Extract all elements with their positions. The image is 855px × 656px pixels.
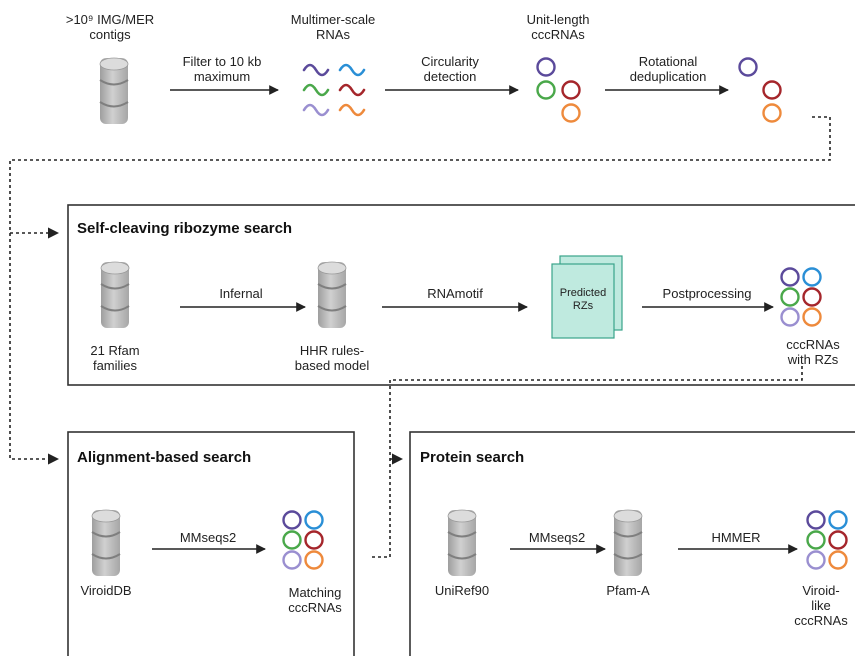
cccrnas-with-rzs-icon [780,267,822,327]
squiggle-green [302,83,330,97]
step-infernal-label: Infernal [219,286,263,301]
predicted-rzs-label: Predicted RZs [559,287,607,312]
uniref90-label: UniRef90 [434,583,490,598]
source-contigs-label: >10⁹ IMG/MER contigs [65,12,155,42]
database-icon-hhr [317,261,347,328]
squiggle-lavender [302,103,330,117]
step-rnamotif-label: RNAmotif [427,286,483,301]
database-icon-pfam [613,509,643,576]
solid-arrows [152,85,798,554]
hhr-model-label: HHR rules- based model [294,343,370,373]
step-mmseqs2-viroid-label: MMseqs2 [179,530,237,545]
step-dedup-label: Rotational deduplication [629,54,707,84]
predicted-rzs-doc-icon [551,255,623,339]
step-postprocessing-label: Postprocessing [662,286,752,301]
viroid-like-cccrnas-icon [806,510,848,570]
squiggle-blue [338,63,366,77]
protein-search-title: Protein search [420,449,525,466]
database-icon-uniref90 [447,509,477,576]
multimer-rna-icon [302,63,366,117]
alignment-search-title: Alignment-based search [77,449,252,466]
database-icon-contigs [99,57,129,124]
unit-length-cccrna-icon [536,57,581,123]
matching-cccrnas-icon [282,510,324,570]
step-filter-label: Filter to 10 kb maximum [182,54,262,84]
squiggle-orange [338,103,366,117]
unit-length-label: Unit-length cccRNAs [526,12,590,42]
viroiddb-label: ViroidDB [80,583,132,598]
rfam-families-label: 21 Rfam families [90,343,140,373]
deduplicated-cccrna-icon [738,57,782,123]
pfam-a-label: Pfam-A [606,583,650,598]
database-icon-viroiddb [91,509,121,576]
step-hmmer-label: HMMER [711,530,761,545]
squiggle-red [338,83,366,97]
alignment-search-box [67,431,355,656]
viroid-like-cccrnas-label: Viroid- like cccRNAs [794,583,848,628]
step-circularity-label: Circularity detection [421,54,479,84]
protein-search-box [409,431,855,656]
squiggle-purple [302,63,330,77]
multimer-rnas-label: Multimer-scale RNAs [290,12,376,42]
cccrnas-with-rzs-label: cccRNAs with RZs [786,337,840,367]
dotted-connectors [9,116,831,558]
matching-cccrnas-label: Matching cccRNAs [288,585,342,615]
ribozyme-search-title: Self-cleaving ribozyme search [77,220,293,237]
database-icon-rfam [100,261,130,328]
step-mmseqs2-uniref-label: MMseqs2 [528,530,586,545]
ribozyme-search-box [67,204,855,386]
